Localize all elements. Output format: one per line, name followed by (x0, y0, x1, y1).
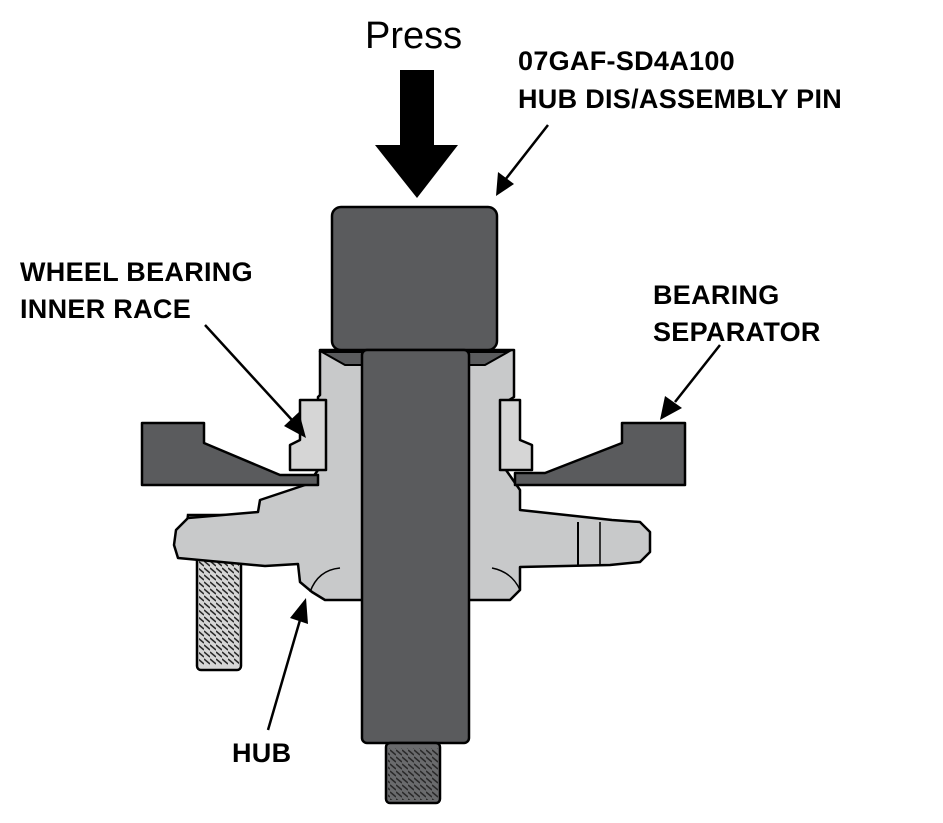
bearing-separator (140, 421, 687, 487)
leader-arrow-inner-race (204, 324, 306, 438)
leader-arrow-separator (660, 344, 721, 420)
separator-label-line1: BEARING (653, 280, 780, 310)
wheel-bearing-inner-race (288, 398, 534, 472)
tool-part-number: 07GAF-SD4A100 (518, 46, 735, 76)
hub-label: HUB (232, 738, 292, 768)
inner-race-label-line2: INNER RACE (20, 294, 192, 324)
separator-label-line2: SEPARATOR (653, 317, 821, 347)
press-label: Press (365, 15, 463, 57)
leader-arrow-hub (266, 598, 308, 731)
tool-name: HUB DIS/ASSEMBLY PIN (518, 84, 843, 114)
leader-arrow-pin (496, 124, 549, 196)
hub-disassembly-pin (318, 205, 512, 805)
press-arrow (375, 70, 458, 198)
inner-race-label-line1: WHEEL BEARING (20, 257, 253, 287)
